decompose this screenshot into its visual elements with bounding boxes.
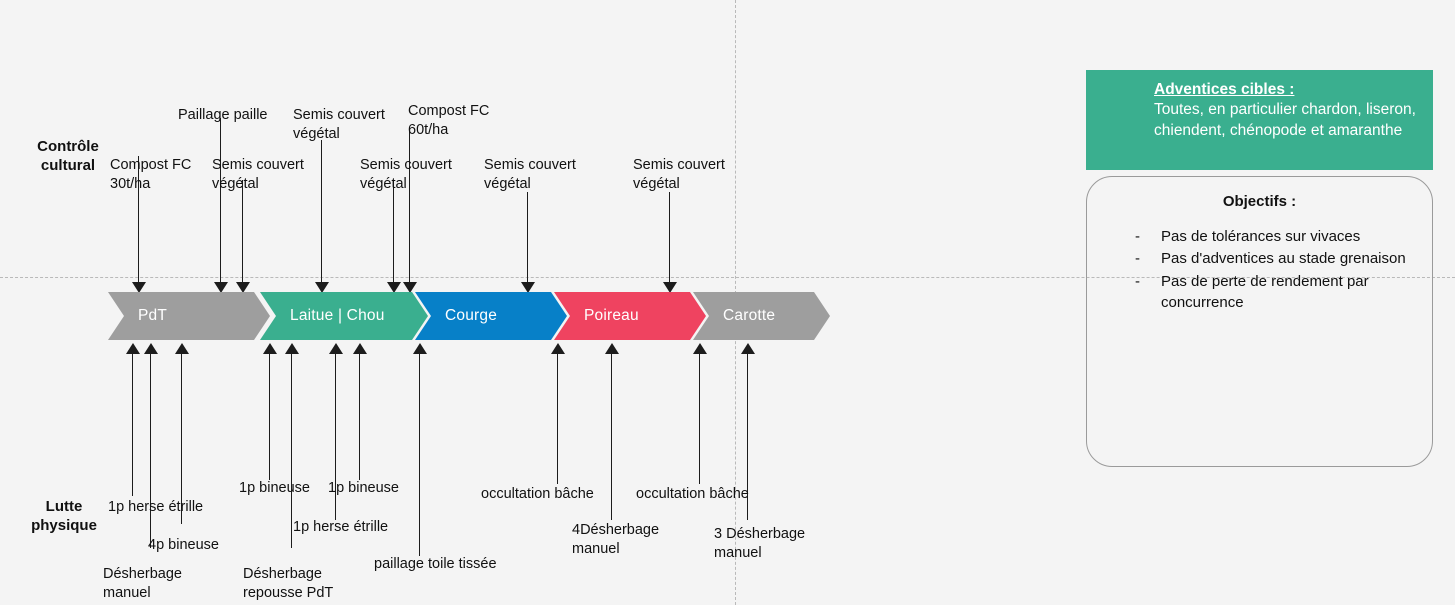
objective-item: - Pas de perte de rendement par concurre… — [1087, 271, 1432, 314]
physical-note: 1p herse étrille — [293, 519, 389, 535]
physical-note: 1p bineuse — [239, 480, 310, 496]
cultural-note: Semis couvert végétal — [633, 157, 725, 193]
objective-text: Pas de tolérances sur vivaces — [1161, 228, 1361, 245]
crop-chevron-carotte[interactable]: Carotte — [693, 292, 830, 340]
bullet-dash: - — [1135, 228, 1140, 245]
bullet-dash: - — [1135, 250, 1140, 268]
physical-note: 1p herse étrille — [108, 499, 204, 515]
cultural-note: Compost FC 30t/ha — [110, 157, 192, 193]
cultural-note: Semis couvert végétal — [484, 157, 576, 193]
objective-text: Pas d'adventices au stade grenaison — [1161, 250, 1406, 268]
cultural-note: Paillage paille — [178, 107, 268, 123]
cultural-note: Compost FC 60t/ha — [408, 103, 490, 139]
physical-note: Désherbage manuel — [103, 566, 182, 602]
physical-note: 3 Désherbage manuel — [714, 526, 806, 562]
cultural-note: Semis couvert végétal — [360, 157, 452, 193]
crop-label: Courge — [445, 307, 498, 324]
physical-note: Désherbage repousse PdT — [243, 566, 334, 602]
crop-chevron-poireau[interactable]: Poireau — [554, 292, 706, 340]
objectives-title: Objectifs : — [1222, 193, 1297, 210]
row-label-physical: Lutte physique — [31, 498, 97, 534]
objective-item: - Pas d'adventices au stade grenaison — [1087, 248, 1432, 269]
cultural-note: Semis couvert végétal — [212, 157, 304, 193]
physical-note: 1p bineuse — [328, 480, 399, 496]
physical-note: paillage toile tissée — [374, 556, 497, 572]
physical-note: 4Désherbage manuel — [572, 522, 660, 558]
target-weeds-panel: Adventices cibles : Toutes, en particuli… — [1086, 70, 1433, 170]
target-weeds-title: Adventices cibles : — [1154, 81, 1295, 98]
crop-label: PdT — [138, 307, 168, 324]
crop-label: Poireau — [584, 307, 639, 324]
objectives-panel: Objectifs : - Pas de tolérances sur viva… — [1086, 176, 1433, 467]
objective-text: Pas de perte de rendement par concurrenc… — [1161, 272, 1369, 311]
physical-note: occultation bâche — [636, 486, 749, 502]
crop-label: Laitue | Chou — [290, 307, 385, 324]
objectives-list: - Pas de tolérances sur vivaces - Pas d'… — [1087, 226, 1432, 313]
crop-chevron-pdt[interactable]: PdT — [108, 292, 270, 340]
bullet-dash: - — [1135, 272, 1140, 290]
crop-label: Carotte — [723, 307, 776, 324]
cultural-note: Semis couvert végétal — [293, 107, 385, 143]
target-weeds-body: Toutes, en particulier chardon, liseron,… — [1154, 101, 1416, 139]
physical-note: occultation bâche — [481, 486, 594, 502]
crop-chevron-laitue-chou[interactable]: Laitue | Chou — [260, 292, 428, 340]
objective-item: - Pas de tolérances sur vivaces — [1087, 226, 1432, 247]
crop-chevron-courge[interactable]: Courge — [415, 292, 567, 340]
guide-horizontal — [0, 277, 1455, 278]
row-label-cultural: Contrôle cultural — [37, 138, 99, 174]
physical-note: 4p bineuse — [148, 537, 219, 553]
